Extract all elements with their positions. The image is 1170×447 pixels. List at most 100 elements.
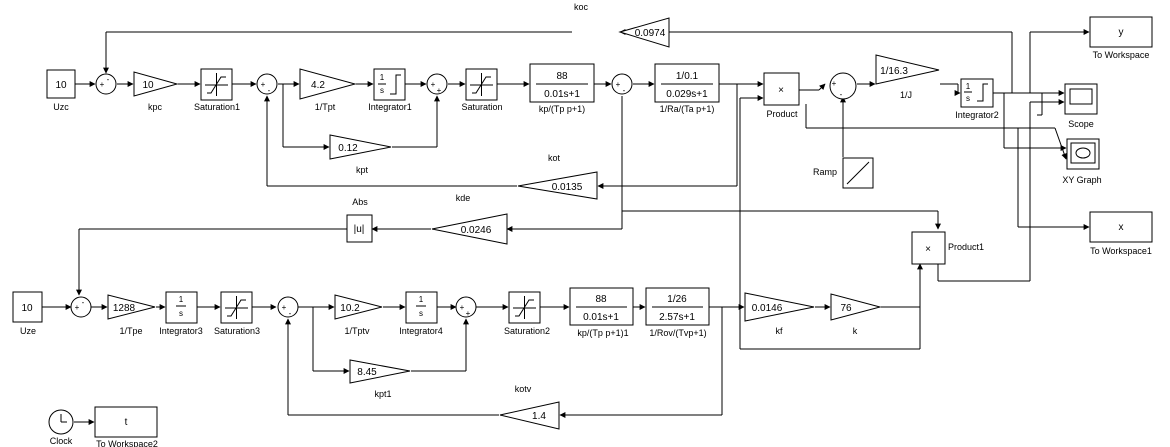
workspace-y-block[interactable]: y To Workspace — [1089, 16, 1153, 60]
integrator3-block[interactable]: 1 s Integrator3 — [159, 291, 203, 336]
gain-koc[interactable]: 0.0974 koc — [574, 2, 670, 48]
integrator2-den: s — [966, 94, 970, 103]
tf-kp-block[interactable]: 88 0.01s+1 kp/(Tp p+1) — [529, 63, 595, 114]
gain-kotv[interactable]: 1.4 kotv — [499, 384, 560, 430]
k-value: 76 — [840, 303, 852, 314]
gain-kpt[interactable]: 0.12 kpt — [329, 134, 392, 175]
gain-kpc[interactable]: 10 kpc — [133, 71, 179, 112]
workspace-x-block[interactable]: x To Workspace1 — [1089, 211, 1153, 256]
gain-tpt[interactable]: 4.2 1/Tpt — [299, 68, 357, 112]
ramp-block[interactable]: Ramp — [813, 157, 874, 189]
kf-label: kf — [775, 326, 783, 336]
sum-s4[interactable]: + - — [611, 73, 633, 95]
integrator1-block[interactable]: 1 s Integrator1 — [368, 68, 412, 112]
s4-sign-b: - — [623, 86, 626, 95]
s3-sign-a: + — [431, 80, 436, 89]
gain-j[interactable]: 1/16.3 1/J — [875, 54, 940, 100]
block-uze[interactable]: 10 Uze — [12, 291, 43, 336]
ramp-label: Ramp — [813, 167, 837, 177]
product-symbol: × — [778, 85, 784, 96]
kpt1-value: 8.45 — [357, 367, 377, 378]
uze-label: Uze — [20, 326, 36, 336]
s4-sign-a: + — [616, 80, 621, 89]
block-uzc[interactable]: 10 Uzc — [46, 69, 76, 112]
sum-s7[interactable]: + - — [277, 296, 299, 318]
kf-value: 0.0146 — [752, 303, 783, 314]
integrator1-label: Integrator1 — [368, 102, 412, 112]
saturation3-block[interactable]: Saturation3 — [214, 291, 260, 336]
s3-sign-b: + — [437, 86, 442, 95]
sum-s2[interactable]: + - — [256, 73, 278, 95]
sum-s6[interactable]: + - — [70, 296, 92, 318]
kpt-label: kpt — [356, 165, 369, 175]
gain-kf[interactable]: 0.0146 kf — [744, 292, 815, 336]
s6-sign-a: + — [75, 303, 80, 312]
saturation2-block[interactable]: Saturation2 — [504, 291, 550, 336]
saturation-block[interactable]: Saturation — [461, 68, 503, 112]
tpe-label: 1/Tpe — [119, 326, 142, 336]
saturation2-label: Saturation2 — [504, 326, 550, 336]
scope-block[interactable]: Scope — [1064, 83, 1098, 129]
scope-icon — [1069, 88, 1093, 105]
integrator3-label: Integrator3 — [159, 326, 203, 336]
product-block[interactable]: × Product — [763, 72, 800, 119]
abs-label: Abs — [352, 197, 368, 207]
scope-label: Scope — [1068, 119, 1094, 129]
workspace-t-value: t — [125, 417, 128, 428]
s8-sign-b: + — [466, 309, 471, 318]
kpc-value: 10 — [142, 80, 154, 91]
s7-sign-a: + — [282, 303, 287, 312]
tf-ra-label: 1/Ra/(Ta p+1) — [660, 104, 715, 114]
kotv-value: 1.4 — [532, 411, 546, 422]
product1-label: Product1 — [948, 242, 984, 252]
kpc-label: kpc — [148, 102, 163, 112]
saturation1-block[interactable]: Saturation1 — [194, 68, 240, 112]
workspace-t-label: To Workspace2 — [96, 439, 158, 447]
tf-kp1-block[interactable]: 88 0.01s+1 kp/(Tp p+1)1 — [569, 287, 634, 338]
tpe-value: 1288 — [113, 303, 136, 314]
integrator2-block[interactable]: 1 s Integrator2 — [955, 78, 999, 120]
s1-sign-b: - — [107, 75, 110, 84]
gain-j-label: 1/J — [900, 90, 912, 100]
tf-kp1-den: 0.01s+1 — [583, 312, 619, 323]
sum-s8[interactable]: + + — [455, 296, 477, 318]
integrator1-den: s — [380, 86, 384, 95]
integrator1-limit-icon — [390, 74, 401, 95]
s5-sign-b: - — [840, 90, 843, 99]
gain-kpt1[interactable]: 8.45 kpt1 — [349, 359, 411, 399]
koc-label: koc — [574, 2, 589, 12]
clock-block[interactable]: Clock — [48, 409, 74, 446]
workspace-x-label: To Workspace1 — [1090, 246, 1152, 256]
xy-graph-icon — [1070, 142, 1096, 164]
gain-tptv[interactable]: 10.2 1/Tptv — [334, 294, 383, 336]
s2-sign-b: - — [268, 86, 271, 95]
sum-s3[interactable]: + + — [426, 73, 448, 95]
s2-sign-a: + — [261, 80, 266, 89]
s8-sign-a: + — [460, 303, 465, 312]
workspace-t-block[interactable]: t To Workspace2 — [94, 406, 158, 447]
tf-ra-block[interactable]: 1/0.1 0.029s+1 1/Ra/(Ta p+1) — [654, 63, 720, 114]
tf-kp1-label: kp/(Tp p+1)1 — [577, 328, 628, 338]
integrator2-limit-icon — [977, 83, 988, 102]
kpt1-label: kpt1 — [374, 389, 391, 399]
gain-k[interactable]: 76 k — [830, 293, 882, 336]
abs-block[interactable]: |u| Abs — [346, 197, 373, 243]
integrator1-num: 1 — [380, 73, 385, 82]
integrator4-block[interactable]: 1 s Integrator4 — [399, 291, 443, 336]
integrator2-num: 1 — [966, 82, 971, 91]
gain-kde[interactable]: 0.0246 kde — [431, 193, 508, 245]
workspace-x-value: x — [1119, 222, 1124, 233]
sum-s5[interactable]: + - — [829, 72, 857, 100]
tf-rov-block[interactable]: 1/26 2.57s+1 1/Rov/(Tvp+1) — [645, 287, 710, 338]
product1-block[interactable]: × Product1 — [911, 231, 984, 265]
s7-sign-b: - — [289, 309, 292, 318]
saturation-label: Saturation — [461, 102, 502, 112]
sum-s1[interactable]: + - — [95, 73, 117, 95]
integrator4-den: s — [419, 309, 423, 318]
product1-symbol: × — [925, 244, 931, 255]
gain-tpe[interactable]: 1288 1/Tpe — [107, 294, 156, 336]
xy-graph-block[interactable]: XY Graph — [1062, 138, 1102, 185]
gain-kot[interactable]: 0.0135 kot — [517, 153, 598, 200]
clock-label: Clock — [50, 436, 73, 446]
